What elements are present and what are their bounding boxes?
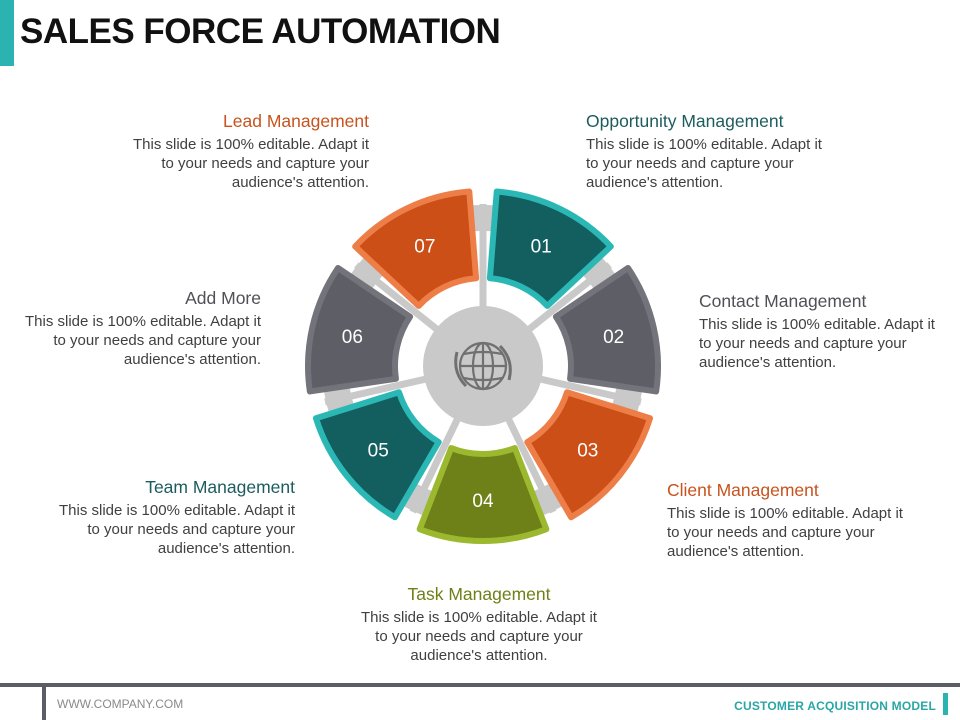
spoke-line bbox=[409, 414, 463, 514]
segment-number-04: 04 bbox=[472, 491, 494, 512]
segment-number-05: 05 bbox=[368, 441, 389, 462]
block-contact: Contact Management This slide is 100% ed… bbox=[699, 291, 939, 372]
heading-lead: Lead Management bbox=[223, 111, 369, 131]
spoke-line bbox=[324, 374, 431, 406]
segment-04 bbox=[416, 445, 550, 544]
footer-website: WWW.COMPANY.COM bbox=[57, 697, 184, 711]
spoke-line bbox=[535, 374, 642, 406]
block-task: Task Management This slide is 100% edita… bbox=[359, 584, 599, 665]
desc-team: This slide is 100% editable. Adapt it to… bbox=[59, 502, 295, 557]
wheel-segments: 01 02 03 04 05 06 07 bbox=[305, 188, 661, 544]
globe-icon bbox=[454, 341, 512, 391]
segment-number-06: 06 bbox=[342, 327, 363, 348]
desc-lead: This slide is 100% editable. Adapt it to… bbox=[133, 136, 369, 191]
title-accent-bar bbox=[0, 0, 14, 66]
heading-add-more: Add More bbox=[185, 288, 261, 308]
footer-left-tick bbox=[42, 687, 46, 720]
block-team: Team Management This slide is 100% edita… bbox=[55, 477, 295, 558]
segment-05 bbox=[312, 389, 442, 521]
segment-number-02: 02 bbox=[603, 327, 624, 348]
segment-number-07: 07 bbox=[414, 236, 435, 257]
segment-07 bbox=[352, 188, 480, 309]
spoke-line bbox=[503, 414, 557, 514]
segment-number-03: 03 bbox=[577, 441, 598, 462]
heading-opportunity: Opportunity Management bbox=[586, 111, 784, 131]
segment-06 bbox=[305, 264, 414, 395]
block-lead: Lead Management This slide is 100% edita… bbox=[129, 111, 369, 192]
heading-contact: Contact Management bbox=[699, 291, 867, 311]
spoke-line bbox=[523, 262, 612, 335]
wheel-spokes bbox=[324, 204, 642, 514]
slide-title: SALES FORCE AUTOMATION bbox=[20, 12, 501, 51]
block-client: Client Management This slide is 100% edi… bbox=[667, 480, 907, 561]
segment-03 bbox=[524, 389, 654, 521]
segment-02 bbox=[552, 264, 661, 395]
segment-01 bbox=[486, 188, 614, 309]
footer-divider bbox=[0, 683, 960, 687]
heading-client: Client Management bbox=[667, 480, 819, 500]
desc-task: This slide is 100% editable. Adapt it to… bbox=[361, 609, 597, 664]
heading-task: Task Management bbox=[407, 584, 551, 604]
desc-client: This slide is 100% editable. Adapt it to… bbox=[667, 505, 903, 560]
block-opportunity: Opportunity Management This slide is 100… bbox=[586, 111, 826, 192]
heading-team: Team Management bbox=[145, 477, 295, 497]
segment-number-01: 01 bbox=[531, 236, 552, 257]
desc-opportunity: This slide is 100% editable. Adapt it to… bbox=[586, 136, 822, 191]
spoke-line bbox=[354, 262, 443, 335]
footer-right-tick bbox=[943, 693, 948, 715]
block-add-more: Add More This slide is 100% editable. Ad… bbox=[21, 288, 261, 369]
footer-label: CUSTOMER ACQUISITION MODEL bbox=[734, 699, 936, 713]
desc-contact: This slide is 100% editable. Adapt it to… bbox=[699, 316, 935, 371]
desc-add-more: This slide is 100% editable. Adapt it to… bbox=[25, 313, 261, 368]
